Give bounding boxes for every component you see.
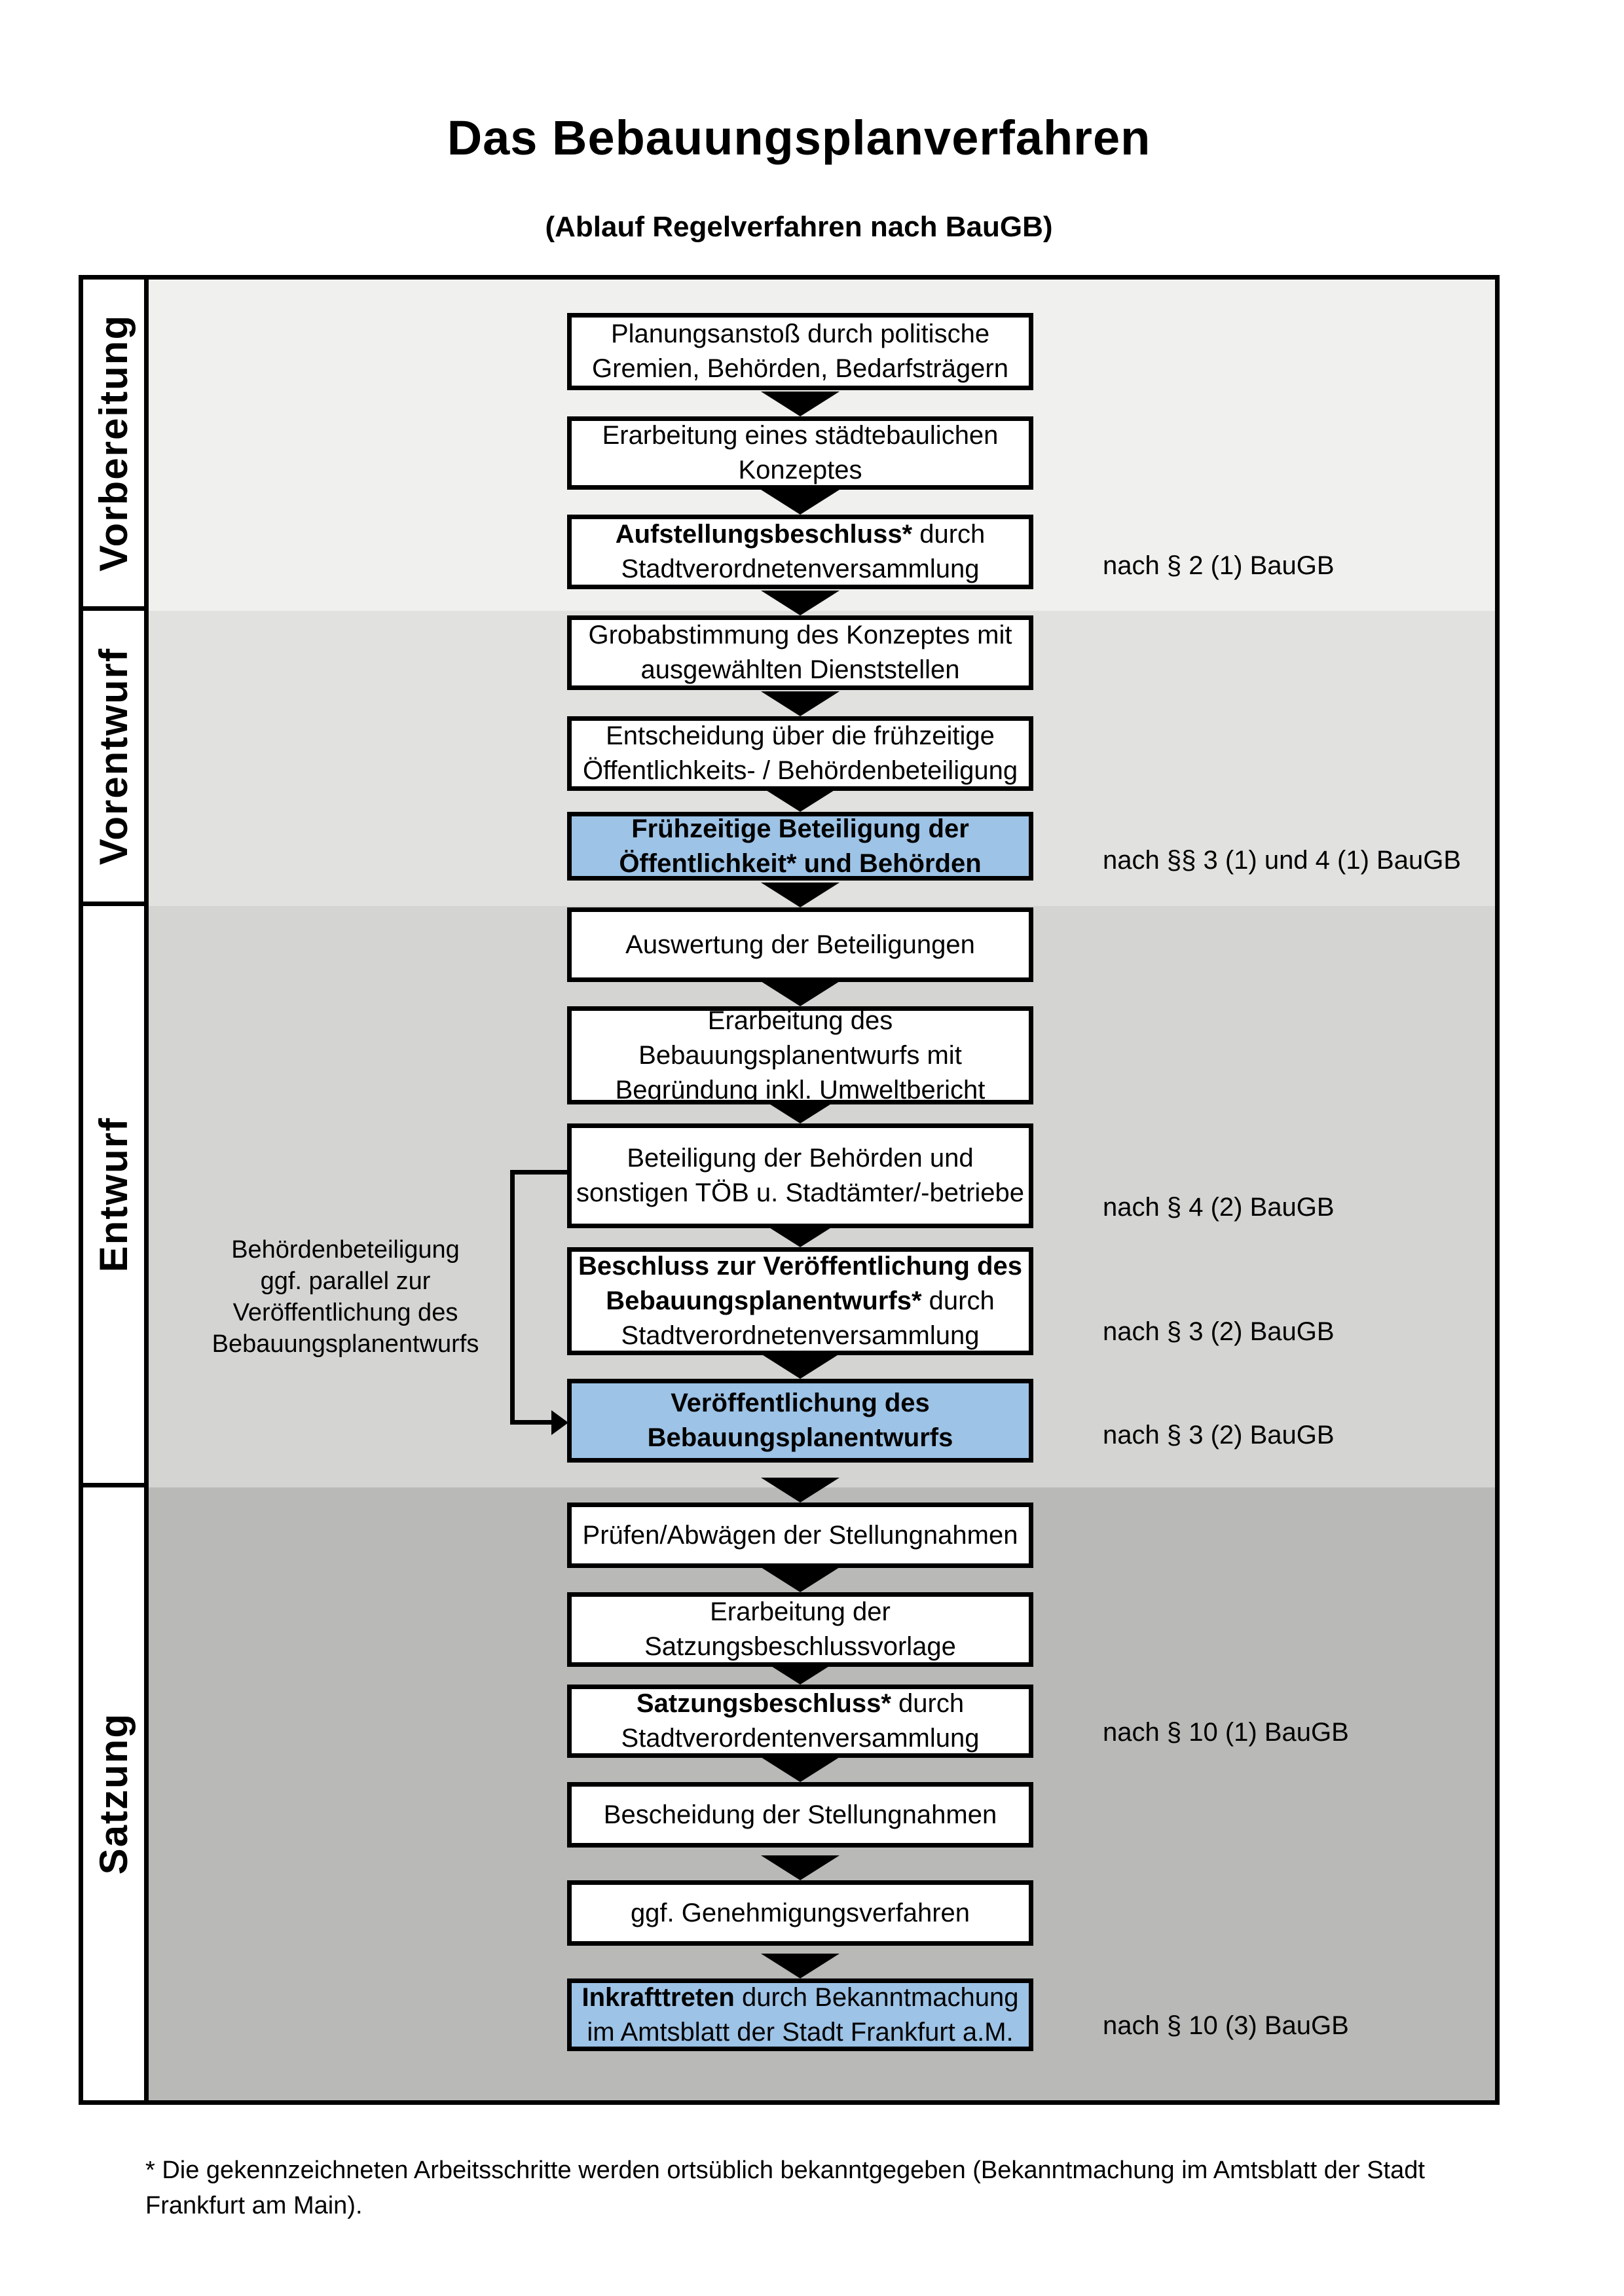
process-step-line: Bebauungsplanentwurfs <box>647 1423 953 1452</box>
parallel-note-line: Veröffentlichung des <box>232 1299 458 1326</box>
down-arrow-icon <box>761 1757 840 1782</box>
phase-label: Vorbereitung <box>92 314 136 572</box>
process-step-line: Stadtverordnetenversammlung <box>621 1321 980 1350</box>
law-reference: nach § 2 (1) BauGB <box>1103 551 1335 580</box>
process-step-line: Frühzeitige Beteiligung der <box>631 814 969 843</box>
process-step-line: Veröffentlichung des <box>671 1389 930 1417</box>
process-step-line: Öffentlichkeits- / Behördenbeteiligung <box>582 756 1018 785</box>
process-step-line: Bescheidung der Stellungnahmen <box>603 1800 997 1829</box>
down-arrow-icon <box>761 392 840 416</box>
process-step-line: Bebauungsplanentwurfs mit <box>638 1040 962 1070</box>
parallel-connector-arrowhead-icon <box>551 1410 568 1435</box>
phase-label-cell: Entwurf <box>83 906 149 1487</box>
process-step: Beteiligung der Behörden und sonstigen TÖ… <box>567 1123 1033 1228</box>
process-step-line: Bebauungsplanentwurfs* durch <box>606 1286 995 1315</box>
process-step: Grobabstimmung des Konzeptes mit ausgewäh… <box>567 615 1033 690</box>
process-step-line: Entscheidung über die frühzeitige <box>606 721 995 750</box>
footnote-line: * Die gekennzeichneten Arbeitsschritte w… <box>145 2157 1425 2184</box>
process-step-line: Gremien, Behörden, Bedarfsträgern <box>592 354 1008 383</box>
process-step: Prüfen/Abwägen der Stellungnahmen <box>567 1503 1033 1568</box>
phase-label-cell: Vorbereitung <box>83 280 149 611</box>
process-step-line: Inkrafttreten durch Bekanntmachung <box>581 1982 1019 2012</box>
page-subtitle: (Ablauf Regelverfahren nach BauGB) <box>545 211 1053 243</box>
down-arrow-icon <box>761 883 840 907</box>
process-step-line: Begründung inkl. Umweltbericht <box>615 1075 986 1104</box>
down-arrow-icon <box>761 981 840 1006</box>
phase-label: Satzung <box>92 1713 136 1875</box>
process-step-line: ausgewählten Dienststellen <box>640 655 960 684</box>
phase-label-cell: Vorentwurf <box>83 611 149 906</box>
down-arrow-icon <box>761 591 840 615</box>
phase-label: Vorentwurf <box>92 647 136 866</box>
process-step-line: Grobabstimmung des Konzeptes mit <box>588 621 1012 649</box>
process-step-line: Prüfen/Abwägen der Stellungnahmen <box>582 1520 1018 1550</box>
down-arrow-icon <box>761 691 840 716</box>
process-step-line: Beschluss zur Veröffentlichung des <box>578 1252 1022 1281</box>
law-reference: nach § 3 (2) BauGB <box>1103 1421 1335 1449</box>
page-title: Das Bebauungsplanverfahren <box>447 111 1151 165</box>
down-arrow-icon <box>761 1567 840 1592</box>
down-arrow-icon <box>761 1354 840 1379</box>
process-step-line: Öffentlichkeit* und Behörden <box>619 848 982 878</box>
process-step: Auswertung der Beteiligungen <box>567 907 1033 982</box>
process-step-line: Erarbeitung des <box>707 1006 893 1035</box>
process-step-line: Aufstellungsbeschluss* durch <box>615 520 986 549</box>
process-step-line: Stadtverordentenversammlung <box>621 1724 980 1753</box>
process-step-line: Beteiligung der Behörden und <box>627 1144 974 1173</box>
parallel-note-line: ggf. parallel zur <box>260 1267 431 1295</box>
down-arrow-icon <box>761 1954 840 1978</box>
process-step-line: Satzungsbeschlussvorlage <box>644 1632 956 1661</box>
process-step-line: Erarbeitung eines städtebaulichen <box>602 421 999 450</box>
law-reference: nach § 3 (2) BauGB <box>1103 1317 1335 1346</box>
process-step-line: sonstigen TÖB u. Stadtämter/-betriebe <box>576 1178 1025 1207</box>
process-step-line: im Amtsblatt der Stadt Frankfurt a.M. <box>587 2017 1014 2047</box>
phase-label: Entwurf <box>92 1116 136 1273</box>
process-step: Bescheidung der Stellungnahmen <box>567 1782 1033 1848</box>
process-step: ggf. Genehmigungsverfahren <box>567 1880 1033 1946</box>
parallel-connector-top-segment <box>510 1170 567 1175</box>
footnote-line: Frankfurt am Main). <box>145 2192 363 2219</box>
process-step-highlighted: Inkrafttreten durch Bekanntmachung im Amt… <box>567 1978 1033 2051</box>
law-reference: nach § 10 (1) BauGB <box>1103 1718 1349 1747</box>
down-arrow-icon <box>761 490 840 515</box>
process-step-line: Satzungsbeschluss* durch <box>636 1689 965 1718</box>
down-arrow-icon <box>761 1855 840 1880</box>
down-arrow-icon <box>761 787 840 812</box>
process-step-line: Planungsanstoß durch politische <box>610 319 990 348</box>
footnote: * Die gekennzeichneten Arbeitsschritte w… <box>145 2153 1449 2223</box>
phase-label-cell: Satzung <box>83 1487 149 2100</box>
parallel-note-line: Bebauungsplanentwurfs <box>212 1330 479 1358</box>
process-step-line: Erarbeitung der <box>710 1597 891 1626</box>
down-arrow-icon <box>761 1478 840 1503</box>
parallel-connector-vertical-segment <box>510 1170 515 1425</box>
process-step-line: Stadtverordnetenversammlung <box>621 555 980 583</box>
parallel-connector-bottom-segment <box>510 1420 551 1425</box>
process-step-line: ggf. Genehmigungsverfahren <box>630 1898 970 1927</box>
process-step-line: Auswertung der Beteiligungen <box>625 930 975 959</box>
law-reference: nach §§ 3 (1) und 4 (1) BauGB <box>1103 846 1461 875</box>
parallel-note-line: Behördenbeteiligung <box>231 1236 460 1264</box>
law-reference: nach § 4 (2) BauGB <box>1103 1193 1335 1222</box>
law-reference: nach § 10 (3) BauGB <box>1103 2011 1349 2040</box>
process-step-line: Konzeptes <box>738 456 862 484</box>
